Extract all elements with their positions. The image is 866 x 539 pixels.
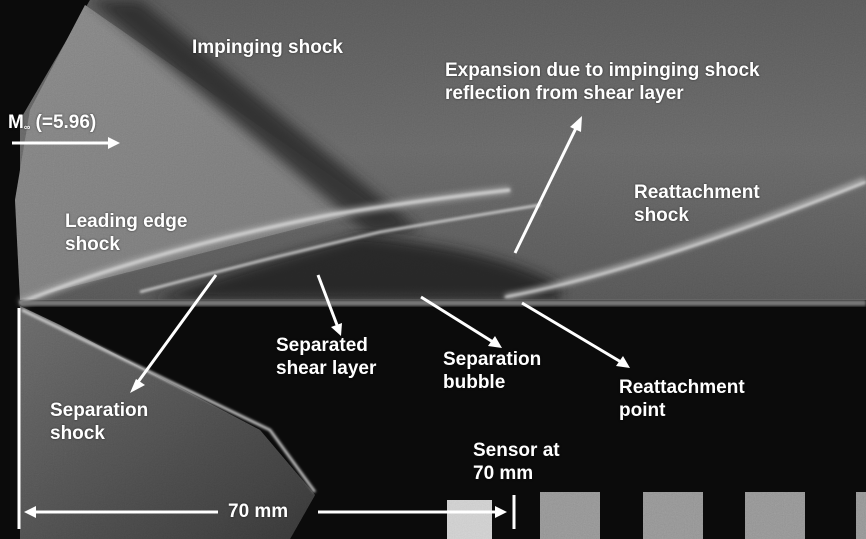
mach-value: (=5.96): [35, 112, 97, 133]
label-impinging-shock: Impinging shock: [192, 37, 343, 58]
mach-symbol: M: [8, 112, 24, 133]
label-sensor-line1: Sensor at: [473, 440, 560, 461]
label-separation-bubble-line2: bubble: [443, 372, 506, 393]
label-separated-shear-line2: shear layer: [276, 358, 377, 379]
label-expansion-line1: Expansion due to impinging shock: [445, 60, 760, 81]
label-mach-number: M∞ (=5.96): [8, 111, 96, 139]
label-separation-shock-line2: shock: [50, 423, 105, 444]
label-separation-shock-line1: Separation: [50, 400, 149, 421]
annotation-arrows: [12, 116, 630, 529]
label-separation-bubble-line1: Separation: [443, 349, 542, 370]
label-reattachment-point-line1: Reattachment: [619, 377, 745, 398]
label-leading-edge-line2: shock: [65, 234, 120, 255]
mach-subscript: ∞: [23, 122, 31, 132]
label-reattachment-shock-line2: shock: [634, 205, 689, 226]
label-sensor-line2: 70 mm: [473, 463, 534, 484]
label-expansion-line2: reflection from shear layer: [445, 83, 684, 104]
label-leading-edge-line1: Leading edge: [65, 211, 188, 232]
label-reattachment-shock-line1: Reattachment: [634, 182, 760, 203]
label-separated-shear-line1: Separated: [276, 335, 368, 356]
label-reattachment-point-line2: point: [619, 400, 666, 421]
label-dimension-70mm: 70 mm: [228, 501, 289, 522]
